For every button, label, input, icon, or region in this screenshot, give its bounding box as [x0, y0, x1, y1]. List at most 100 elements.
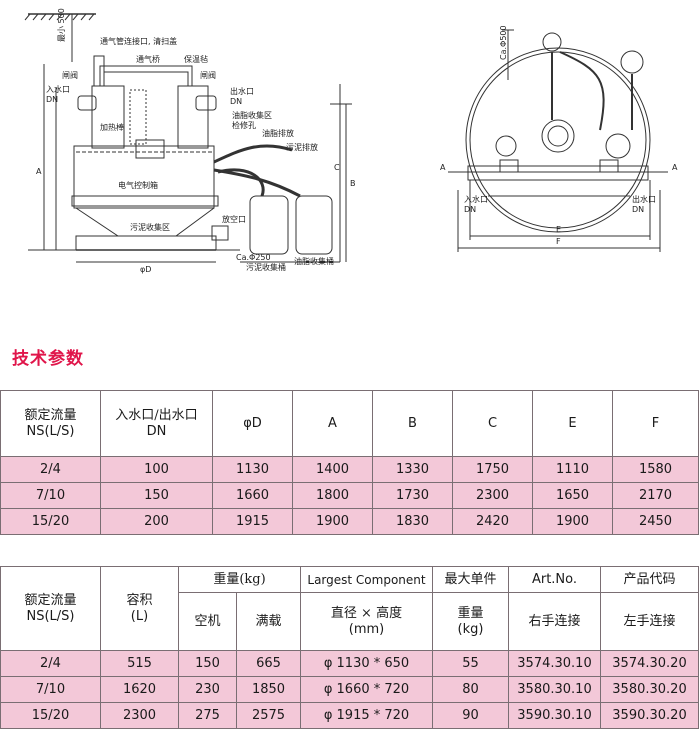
header-c: C — [452, 390, 533, 457]
cell: 2/4 — [0, 650, 101, 677]
label-heater: 加热棒 — [100, 122, 124, 132]
header-flow: 额定流量 NS(L/S) — [0, 566, 101, 651]
label-ca500: Ca.Φ500 — [499, 25, 508, 60]
cell: 2300 — [452, 482, 533, 509]
cell: 2450 — [612, 508, 699, 535]
cell: 1110 — [532, 456, 613, 483]
cell: 230 — [178, 676, 237, 703]
label-dim-b: B — [350, 179, 356, 188]
cell: 55 — [432, 650, 509, 677]
cell: 7/10 — [0, 676, 101, 703]
cell: 1915 — [212, 508, 293, 535]
header-f: F — [612, 390, 699, 457]
header-flow: 额定流量 NS(L/S) — [0, 390, 101, 457]
label-gate-valve-left: 闸阀 — [62, 71, 78, 80]
label-ca250: Ca.Φ250 — [236, 253, 271, 262]
label-drain: 放空口 — [222, 214, 246, 224]
cell: 150 — [100, 482, 213, 509]
table-row: 7/10 1620 230 1850 φ 1660 * 720 80 3580.… — [0, 676, 699, 703]
label-right-inlet-dn: DN — [464, 205, 476, 214]
cell: 3590.30.20 — [600, 702, 699, 729]
cell: 200 — [100, 508, 213, 535]
cell: 80 — [432, 676, 509, 703]
cell: 1850 — [236, 676, 301, 703]
table-row: 15/20 2300 275 2575 φ 1915 * 720 90 3590… — [0, 702, 699, 729]
label-vent-bridge: 通气桥 — [136, 54, 160, 64]
header-dn-unit: DN — [146, 423, 167, 439]
cell: 3590.30.10 — [508, 702, 601, 729]
header-flow-unit: NS(L/S) — [26, 423, 75, 439]
technical-drawing: 最小 500 通气管连接口, 清扫盖 通气桥 保温毡 闸阀 闸阀 入水口 DN … — [0, 0, 700, 330]
label-grease-drain: 油脂排放 — [262, 128, 294, 138]
cell: 100 — [100, 456, 213, 483]
label-sludge-bin: 污泥收集桶 — [246, 262, 286, 272]
cell: 665 — [236, 650, 301, 677]
header-max-weight-unit: (kg) — [457, 621, 484, 637]
header-dn-label: 入水口/出水口 — [115, 407, 198, 423]
cell: 1660 — [212, 482, 293, 509]
label-sludge-zone: 污泥收集区 — [130, 222, 170, 232]
cell: 1830 — [372, 508, 453, 535]
label-right-outlet: 出水口 — [632, 194, 656, 204]
label-vent: 通气管连接口, 清扫盖 — [100, 36, 177, 46]
cell: 3580.30.20 — [600, 676, 699, 703]
cell: φ 1660 * 720 — [300, 676, 433, 703]
cell: 1750 — [452, 456, 533, 483]
cell: 2575 — [236, 702, 301, 729]
cell: 1900 — [292, 508, 373, 535]
label-right-inlet: 入水口 — [464, 194, 488, 204]
cell: 1900 — [532, 508, 613, 535]
cell: 1730 — [372, 482, 453, 509]
label-dim-c: C — [334, 163, 340, 172]
label-dim-a: A — [36, 167, 42, 176]
label-sludge-drain: 污泥排放 — [286, 142, 318, 152]
table-header-row-top: 额定流量 NS(L/S) 容积 (L) 重量(kg) Largest Compo… — [0, 566, 699, 651]
table-header-row: 额定流量 NS(L/S) 入水口/出水口 DN φD A B C E F — [0, 390, 699, 457]
cell: 15/20 — [0, 508, 101, 535]
cell: 1580 — [612, 456, 699, 483]
cell: 1330 — [372, 456, 453, 483]
header-dim: 直径 × 高度 (mm) — [300, 592, 433, 651]
header-full: 满载 — [236, 592, 301, 651]
table-header-row-bottom: 空机 满载 直径 × 高度 (mm) 重量 (kg) 右手连接 左手连接 — [1, 592, 699, 651]
table-row: 2/4 515 150 665 φ 1130 * 650 55 3574.30.… — [0, 650, 699, 677]
spec-table-dimensions: 额定流量 NS(L/S) 入水口/出水口 DN φD A B C E F 2/4… — [0, 390, 699, 535]
header-flow-label: 额定流量 — [24, 592, 77, 608]
label-dim-d: φD — [140, 265, 151, 274]
cell: φ 1915 * 720 — [300, 702, 433, 729]
label-grease-zone: 油脂收集区 — [232, 110, 272, 120]
label-dim-f: F — [556, 237, 561, 246]
header-code: 产品代码 — [600, 566, 699, 593]
header-max-weight-label: 重量 — [457, 605, 484, 621]
header-max-single: 最大单件 — [432, 566, 509, 593]
label-right-a-left: A — [440, 163, 446, 172]
header-left-conn: 左手连接 — [600, 592, 699, 651]
cell: 1650 — [532, 482, 613, 509]
table-row: 7/10 150 1660 1800 1730 2300 1650 2170 — [0, 482, 699, 509]
header-a: A — [292, 390, 373, 457]
spec-table-weights: 额定流量 NS(L/S) 容积 (L) 重量(kg) Largest Compo… — [0, 566, 699, 729]
cell: φ 1130 * 650 — [300, 650, 433, 677]
cell: 7/10 — [0, 482, 101, 509]
header-volume: 容积 (L) — [100, 566, 179, 651]
cell: 15/20 — [0, 702, 101, 729]
cell: 275 — [178, 702, 237, 729]
label-outlet: 出水口 — [230, 86, 254, 96]
cell: 515 — [100, 650, 179, 677]
label-top-dim: 最小 500 — [57, 8, 66, 42]
cell: 2/4 — [0, 456, 101, 483]
cell: 3574.30.10 — [508, 650, 601, 677]
header-e: E — [532, 390, 613, 457]
label-control-box: 电气控制箱 — [118, 180, 158, 190]
cell: 3574.30.20 — [600, 650, 699, 677]
header-dim-label: 直径 × 高度 — [330, 605, 403, 621]
header-b: B — [372, 390, 453, 457]
label-right-a-right: A — [672, 163, 678, 172]
header-empty: 空机 — [178, 592, 237, 651]
header-volume-label: 容积 — [126, 592, 153, 608]
header-largest: Largest Component — [300, 566, 433, 593]
header-d: φD — [212, 390, 293, 457]
label-outlet-dn: DN — [230, 97, 242, 106]
label-inlet-dn: DN — [46, 95, 58, 104]
cell: 2420 — [452, 508, 533, 535]
